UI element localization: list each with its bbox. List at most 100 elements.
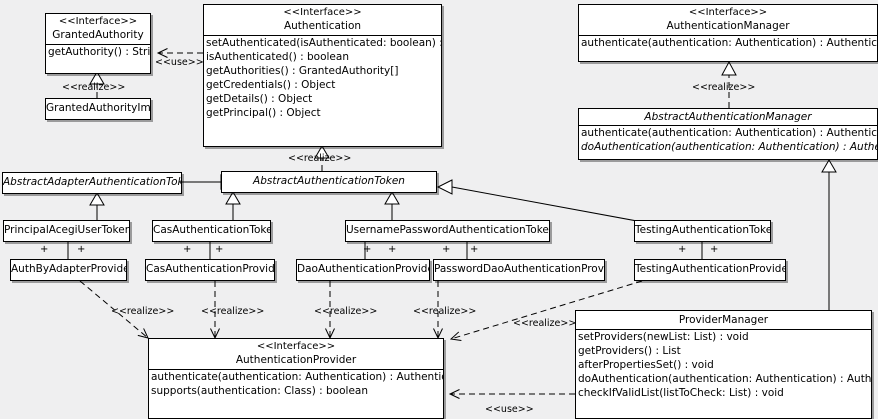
compartment-divider (579, 125, 877, 126)
class-box-dao-authentication-provider[interactable]: DaoAuthenticationProvider (296, 259, 430, 281)
class-box-auth-by-adapter-provider[interactable]: AuthByAdapterProvider (10, 259, 127, 281)
stereotype-label: <<Interface>> (256, 341, 336, 352)
edge-label-realize-passworddaoauthenticationprovider: <<realize>> (413, 306, 477, 317)
class-box-abstract-authentication-token[interactable]: AbstractAuthenticationToken (221, 171, 437, 193)
class-header: ProviderManager (576, 311, 871, 329)
edge-label-realize-grantedauthorityimpl: <<realize>> (62, 82, 126, 93)
class-header: <<Interface>> AuthenticationProvider (149, 339, 443, 369)
edge-label-realize-casauthenticationprovider: <<realize>> (201, 306, 265, 317)
association-marker-plus: + (678, 244, 687, 255)
class-box-cas-authentication-provider[interactable]: CasAuthenticationProvider (145, 259, 275, 281)
edge-usernamepasswordtoken-extends-abstractauthenticationtoken (384, 191, 400, 220)
class-header: AuthByAdapterProvider (11, 260, 126, 279)
class-box-granted-authority[interactable]: <<Interface>> GrantedAuthority getAuthor… (45, 13, 151, 74)
class-header: AbstractAuthenticationToken (222, 172, 436, 191)
class-header: TestingAuthenticationProvider (635, 260, 785, 279)
class-name: Authentication (283, 20, 362, 32)
operations-compartment: getAuthority() : String (46, 45, 150, 59)
operation: doAuthentication(authentication: Authent… (581, 141, 877, 153)
operation: doAuthentication(authentication: Authent… (578, 373, 872, 385)
edge-label-use-providermanager-authenticationprovider: <<use>> (485, 404, 534, 415)
class-box-authentication[interactable]: <<Interface>> Authentication setAuthenti… (203, 4, 442, 147)
class-name: TestingAuthenticationProvider (635, 263, 786, 275)
class-box-provider-manager[interactable]: ProviderManager setProviders(newList: Li… (575, 310, 872, 419)
edge-label-realize-authbyadapterprovider: <<realize>> (111, 306, 175, 317)
class-header: TestingAuthenticationToken (635, 221, 770, 240)
class-name: AuthByAdapterProvider (11, 263, 127, 275)
class-name: AbstractAuthenticationManager (644, 111, 812, 123)
association-marker-plus: + (388, 244, 397, 255)
class-box-testing-authentication-token[interactable]: TestingAuthenticationToken (634, 220, 771, 242)
association-marker-plus: + (183, 244, 192, 255)
class-name: CasAuthenticationToken (153, 224, 271, 236)
class-name: GrantedAuthorityImpl (46, 102, 151, 114)
class-name: TestingAuthenticationToken (635, 224, 771, 236)
edge-testingauthenticationtoken-extends-abstractauthenticationtoken (436, 179, 638, 222)
operation: isAuthenticated() : boolean (206, 51, 349, 63)
compartment-divider (149, 369, 443, 370)
operation: checkIfValidList(listToCheck: List) : vo… (578, 387, 784, 399)
association-marker-plus: + (77, 244, 86, 255)
class-header: AbstractAdapterAuthenticationToken (3, 173, 181, 192)
class-box-cas-authentication-token[interactable]: CasAuthenticationToken (152, 220, 271, 242)
class-name: DaoAuthenticationProvider (297, 263, 430, 275)
class-box-username-password-authentication-token[interactable]: UsernamePasswordAuthenticationToken (345, 220, 550, 242)
class-header: UsernamePasswordAuthenticationToken (346, 221, 549, 240)
class-box-abstract-adapter-authentication-token[interactable]: AbstractAdapterAuthenticationToken (2, 172, 182, 194)
association-marker-plus: + (215, 244, 224, 255)
compartment-divider (576, 329, 871, 330)
operations-compartment: authenticate(authentication: Authenticat… (579, 36, 877, 50)
class-name: PasswordDaoAuthenticationProvider (434, 263, 604, 275)
operation: authenticate(authentication: Authenticat… (581, 37, 878, 49)
class-box-password-dao-authentication-provider[interactable]: PasswordDaoAuthenticationProvider (433, 259, 605, 281)
association-marker-plus: + (363, 244, 372, 255)
class-box-granted-authority-impl[interactable]: GrantedAuthorityImpl (45, 98, 151, 120)
operation: authenticate(authentication: Authenticat… (581, 127, 878, 139)
class-name: AbstractAuthenticationToken (253, 175, 405, 187)
compartment-divider (579, 35, 877, 36)
operations-compartment: setAuthenticated(isAuthenticated: boolea… (204, 36, 441, 120)
class-name: AuthenticationProvider (235, 354, 357, 366)
class-name: PrincipalAcegiUserToken (4, 224, 130, 236)
edge-label-use-authentication-grantedauthority: <<use>> (155, 57, 204, 68)
class-box-abstract-authentication-manager[interactable]: AbstractAuthenticationManager authentica… (578, 108, 878, 160)
operation: getProviders() : List (578, 345, 681, 357)
class-header: PrincipalAcegiUserToken (4, 221, 129, 240)
class-header: <<Interface>> GrantedAuthority (46, 14, 150, 44)
class-header: <<Interface>> AuthenticationManager (579, 5, 877, 35)
association-marker-plus: + (470, 244, 479, 255)
edge-casauthenticationtoken-extends-abstractauthenticationtoken (225, 191, 241, 220)
class-header: GrantedAuthorityImpl (46, 99, 150, 118)
class-box-testing-authentication-provider[interactable]: TestingAuthenticationProvider (634, 259, 786, 281)
operations-compartment: authenticate(authentication: Authenticat… (579, 126, 877, 154)
class-header: CasAuthenticationProvider (146, 260, 274, 279)
edge-providermanager-extends-abstractauthenticationmanager (821, 159, 837, 310)
compartment-divider (46, 44, 150, 45)
operation: getAuthorities() : GrantedAuthority[] (206, 65, 399, 77)
edge-label-realize-abstractauthenticationtoken: <<realize>> (288, 153, 352, 164)
class-box-principal-acegi-user-token[interactable]: PrincipalAcegiUserToken (3, 220, 130, 242)
compartment-divider (204, 35, 441, 36)
class-header: DaoAuthenticationProvider (297, 260, 429, 279)
operation: setAuthenticated(isAuthenticated: boolea… (206, 37, 441, 49)
class-box-authentication-provider[interactable]: <<Interface>> AuthenticationProvider aut… (148, 338, 444, 419)
operations-compartment: setProviders(newList: List) : void getPr… (576, 330, 871, 400)
stereotype-label: <<Interface>> (58, 16, 138, 27)
stereotype-label: <<Interface>> (688, 7, 768, 18)
association-marker-plus: + (40, 244, 49, 255)
edge-label-realize-daoauthenticationprovider: <<realize>> (314, 306, 378, 317)
class-header: CasAuthenticationToken (153, 221, 270, 240)
operation: getCredentials() : Object (206, 79, 336, 91)
association-marker-plus: + (710, 244, 719, 255)
operation: setProviders(newList: List) : void (578, 331, 749, 343)
edge-principalacegiusertoken-extends-abstractadaptertoken (89, 192, 105, 220)
edge-label-realize-testingauthenticationprovider: <<realize>> (513, 318, 577, 329)
operations-compartment: authenticate(authentication: Authenticat… (149, 370, 443, 398)
class-box-authentication-manager[interactable]: <<Interface>> AuthenticationManager auth… (578, 4, 878, 62)
operation: supports(authentication: Class) : boolea… (151, 385, 368, 397)
operation: getAuthority() : String (48, 46, 151, 58)
class-name: ProviderManager (678, 314, 769, 326)
class-name: AuthenticationManager (666, 20, 790, 32)
class-name: UsernamePasswordAuthenticationToken (346, 224, 550, 236)
